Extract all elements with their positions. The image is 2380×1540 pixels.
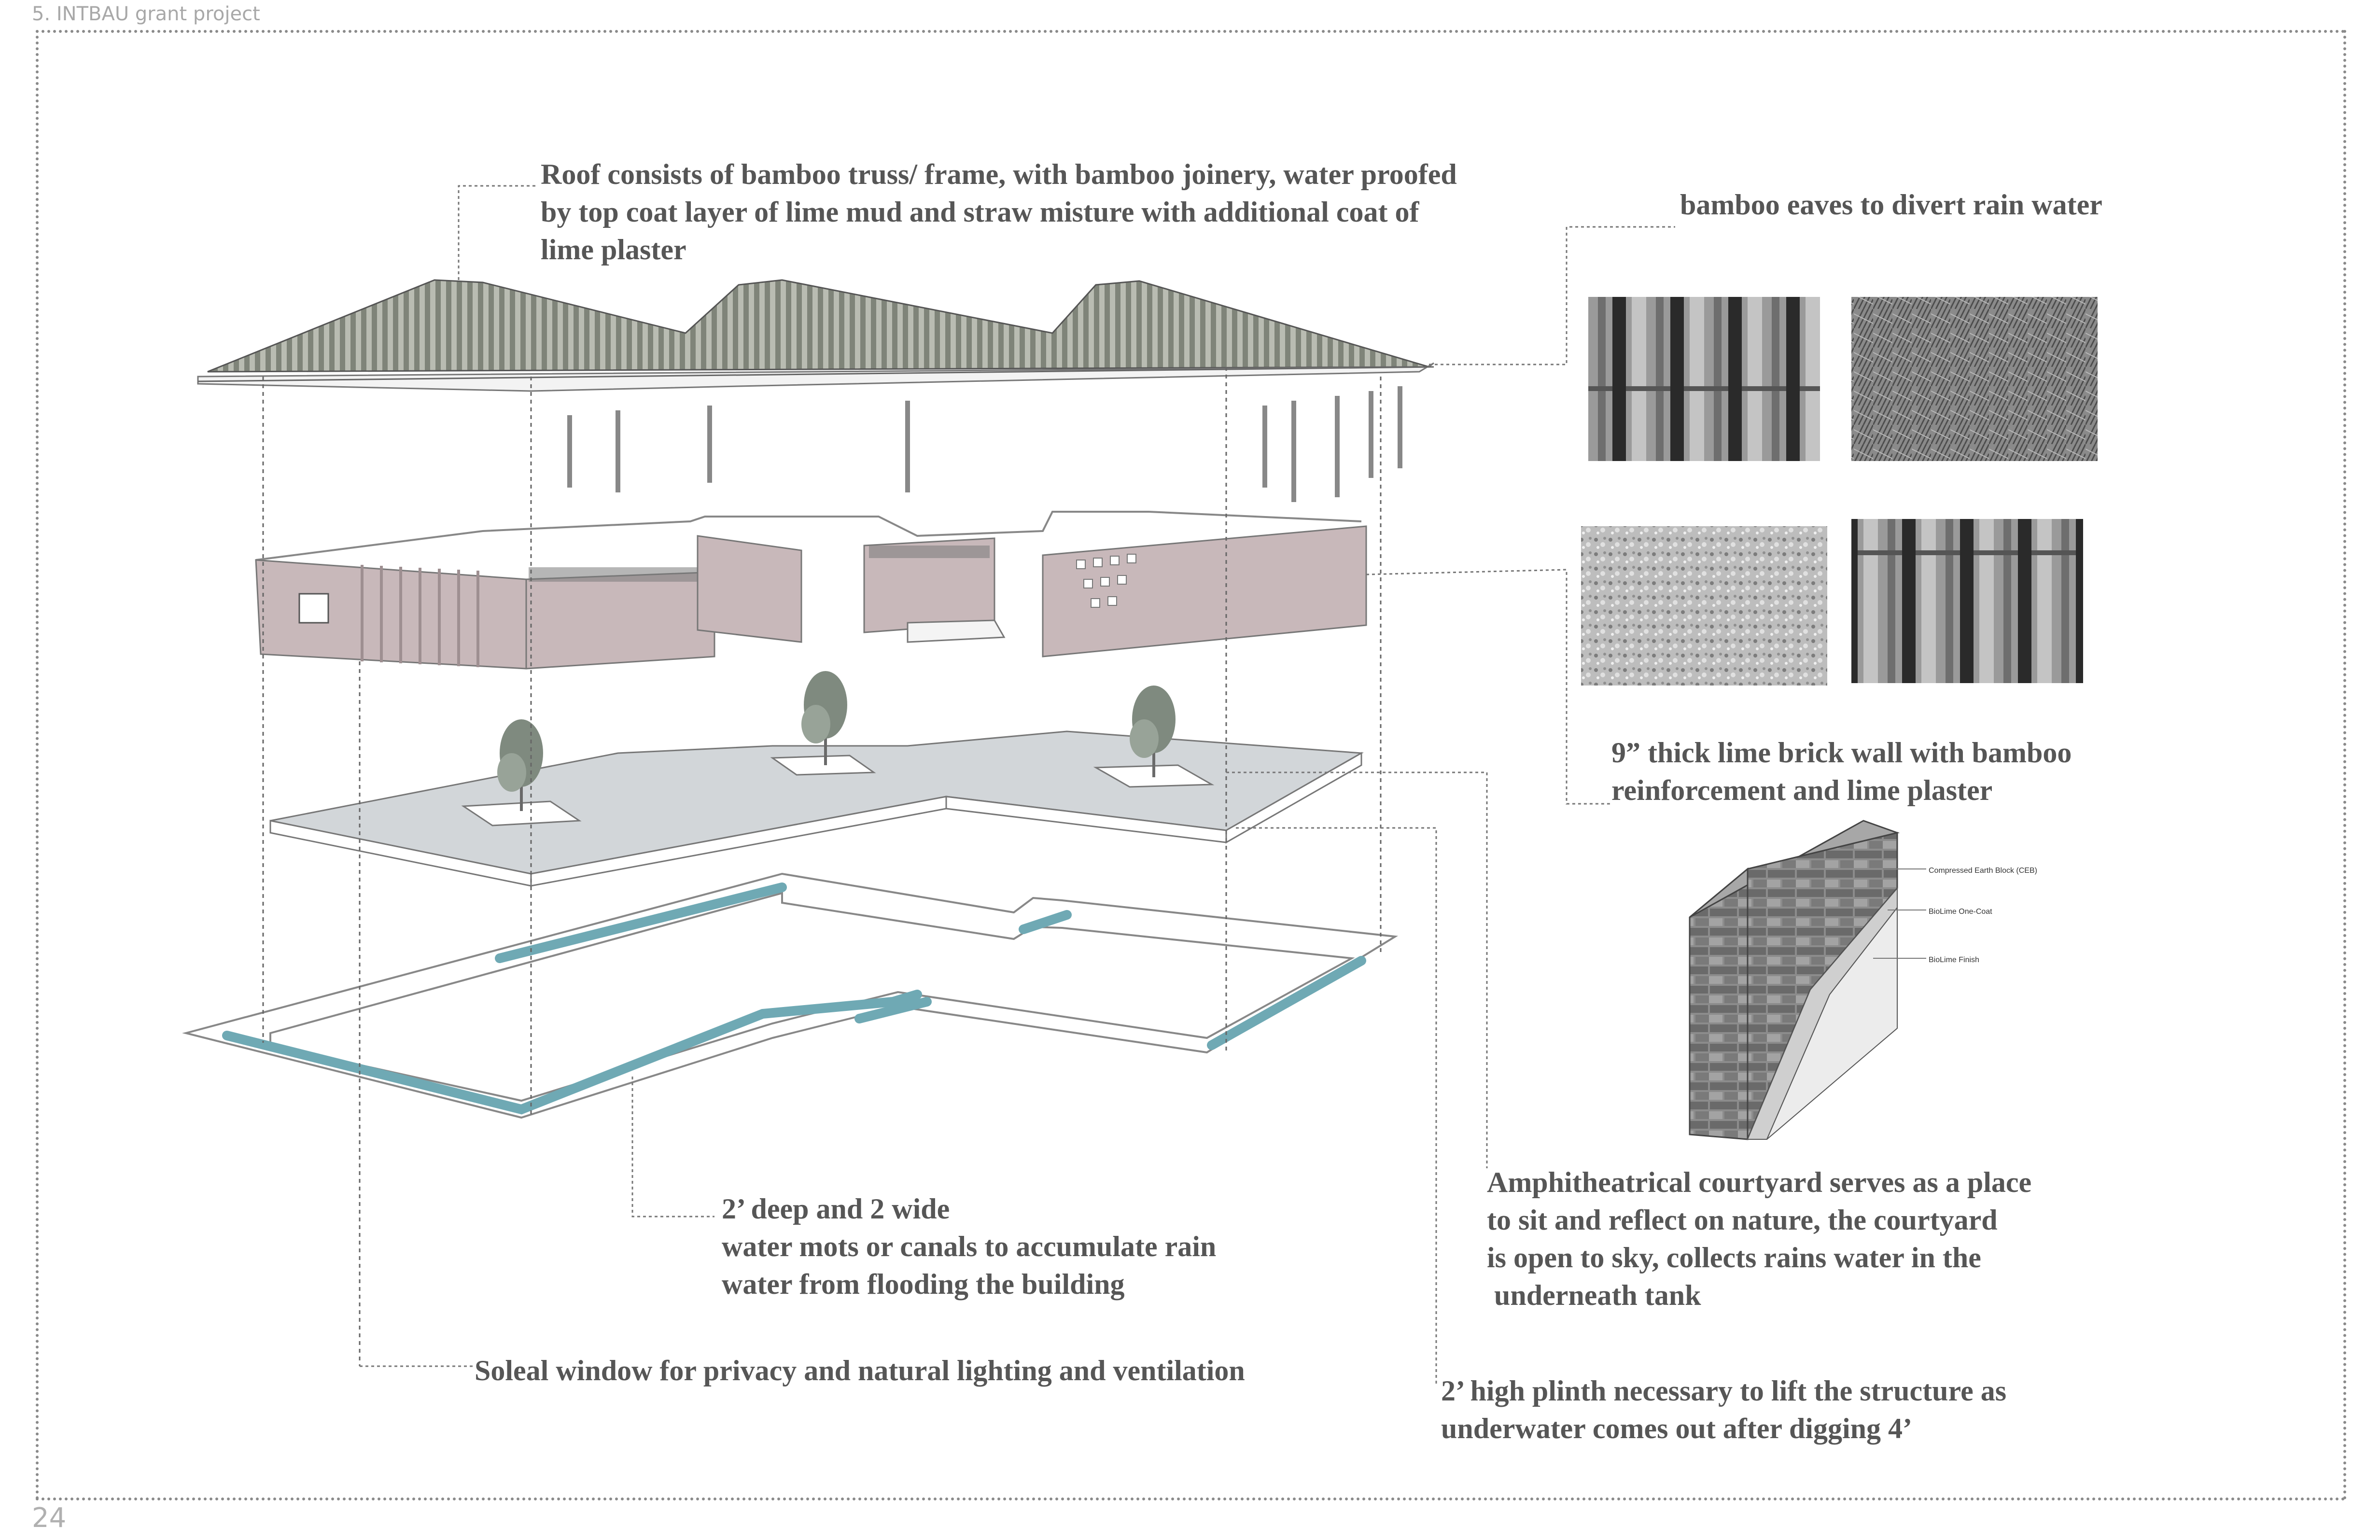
roof-surface — [207, 279, 1429, 373]
annotation-plinth-line: 2’ high plinth necessary to lift the str… — [1441, 1375, 2007, 1407]
leader-courtyard — [1226, 771, 1488, 1168]
wall-layer-label-ceb: Compressed Earth Block (CEB) — [1929, 867, 2037, 875]
annotation-wall-line: 9” thick lime brick wall with bamboo — [1611, 737, 2072, 769]
tree-icon — [801, 671, 847, 765]
bamboo-eave-sticks — [567, 386, 1402, 502]
annotation-wall-line: reinforcement and lime plaster — [1611, 774, 1993, 806]
walls-layer — [255, 511, 1367, 670]
annotation-window: Soleal window for privacy and natural li… — [475, 1352, 1245, 1389]
annotation-eaves: bamboo eaves to divert rain water — [1680, 186, 2102, 224]
tree-icon — [497, 719, 543, 811]
wall-layer-label-finish: BioLime Finish — [1929, 956, 1979, 964]
wall-section-finish — [1766, 906, 1898, 1140]
wall-inner-1 — [697, 535, 802, 643]
leader-lines — [360, 185, 1675, 1386]
wall-middle-left — [525, 571, 715, 670]
bamboo-poles-texture-icon — [1851, 519, 2083, 683]
annotation-roof-line: by top coat layer of lime mud and straw … — [541, 196, 1419, 228]
annotation-plinth-line: underwater comes out after digging 4’ — [1441, 1413, 1912, 1444]
annotation-eaves-line: bamboo eaves to divert rain water — [1680, 189, 2102, 221]
plinth-slab — [270, 730, 1364, 875]
wall-top-outline — [255, 511, 1362, 561]
leader-wall — [1366, 569, 1612, 805]
straw-thatch-texture-icon — [1851, 297, 2098, 461]
annotation-courtyard-line: is open to sky, collects rains water in … — [1487, 1242, 1981, 1274]
courtyard-steps — [907, 619, 1006, 643]
bamboo-poles-texture-icon — [1588, 297, 1820, 461]
annotation-roof-line: Roof consists of bamboo truss/ frame, wi… — [541, 158, 1457, 190]
annotation-courtyard-line: to sit and reflect on nature, the courty… — [1487, 1204, 1998, 1236]
water-channel — [222, 882, 1366, 1115]
roof-layer — [197, 279, 1434, 392]
project-title: 5. INTBAU grant project — [32, 3, 260, 25]
wall-section-detail: Compressed Earth Block (CEB) BioLime One… — [1689, 820, 2037, 1140]
leader-moat — [631, 1077, 714, 1218]
annotation-wall: 9” thick lime brick wall with bamboo rei… — [1611, 734, 2072, 809]
wall-left-block — [255, 559, 527, 670]
material-swatches — [1581, 297, 2098, 686]
projection-guides — [262, 367, 1382, 1366]
annotation-courtyard-line: Amphitheatrical courtyard serves as a pl… — [1487, 1166, 2032, 1198]
annotation-window-line: Soleal window for privacy and natural li… — [475, 1355, 1245, 1386]
tree-pit-middle — [770, 755, 876, 776]
courtyard-trees — [497, 671, 1176, 811]
annotation-courtyard-line: underneath tank — [1487, 1279, 1701, 1311]
annotation-roof-line: lime plaster — [541, 234, 686, 266]
annotation-roof: Roof consists of bamboo truss/ frame, wi… — [541, 155, 1457, 268]
annotation-moat-line: 2’ deep and 2 wide — [722, 1193, 950, 1225]
tree-icon — [1130, 686, 1176, 777]
wall-layer-label-onecoat: BioLime One-Coat — [1929, 908, 1992, 916]
water-moat-layer — [182, 872, 1399, 1119]
page-number: 24 — [32, 1502, 67, 1534]
annotation-moat-line: water from flooding the building — [722, 1268, 1125, 1300]
leader-roof — [458, 185, 536, 280]
moat-inner-rim — [269, 892, 1355, 1102]
soleal-window-louvers — [361, 565, 479, 667]
jali-screen — [1076, 554, 1136, 608]
wall-right-block — [1042, 525, 1367, 658]
wall-window — [298, 593, 329, 624]
plinth-layer — [269, 730, 1364, 887]
annotation-moat: 2’ deep and 2 wide water mots or canals … — [722, 1190, 1216, 1303]
lime-plaster-texture-icon — [1581, 526, 1827, 686]
page-frame — [36, 30, 2346, 1500]
leader-plinth — [1236, 827, 1437, 1386]
annotation-moat-line: water mots or canals to accumulate rain — [722, 1231, 1217, 1262]
annotation-plinth: 2’ high plinth necessary to lift the str… — [1441, 1372, 2006, 1447]
annotation-courtyard: Amphitheatrical courtyard serves as a pl… — [1487, 1163, 2031, 1314]
